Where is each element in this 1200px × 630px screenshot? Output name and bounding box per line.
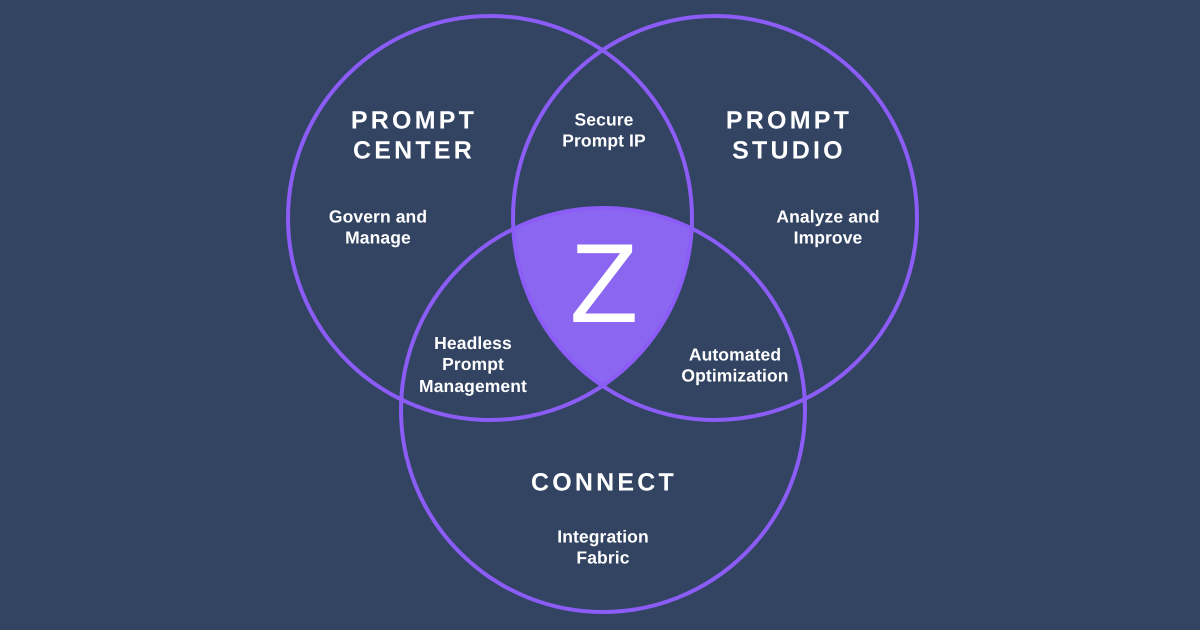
circle-prompt-center [286,14,694,422]
circle-connect [399,206,807,614]
circle-prompt-studio [511,14,919,422]
